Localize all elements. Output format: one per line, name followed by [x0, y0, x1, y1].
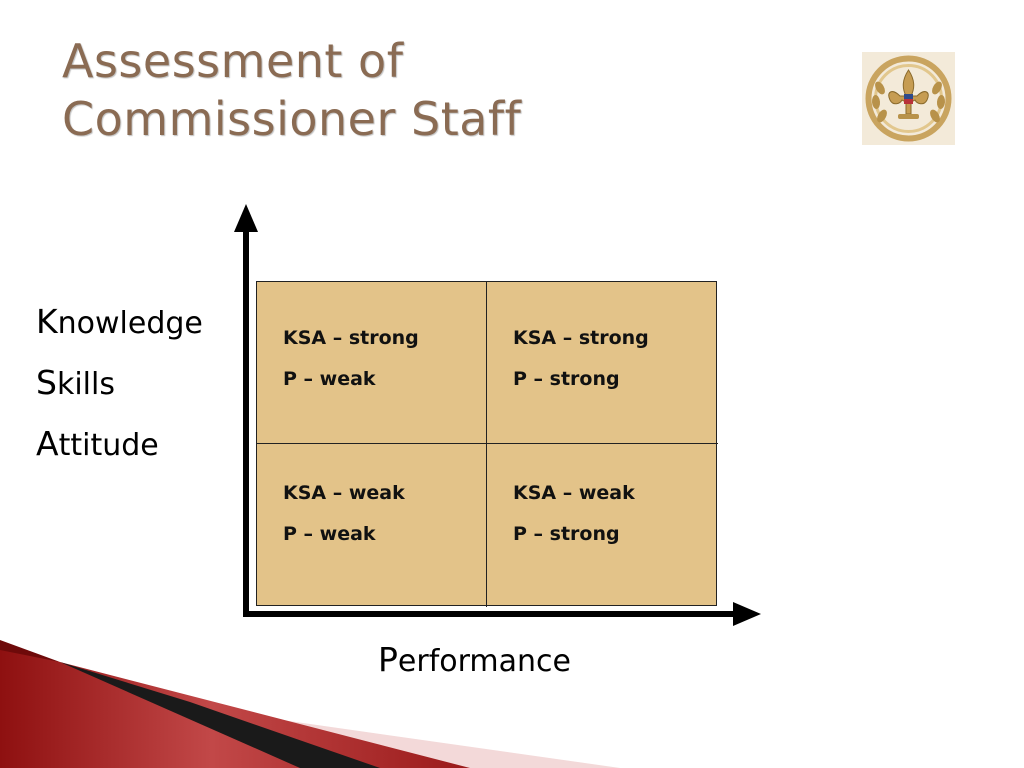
quadrant-ksa-text: KSA – strong — [513, 327, 649, 349]
quadrant-ksa-text: KSA – strong — [283, 327, 419, 349]
quadrant-top-left: KSA – strong P – weak — [257, 282, 487, 444]
slide-title-line-1: Assessment of — [62, 34, 404, 88]
slide-title-line-2: Commissioner Staff — [62, 92, 522, 146]
scout-fleur-de-lis-wreath-icon — [862, 52, 955, 145]
ksa-label-skills: Skills — [36, 363, 115, 402]
quadrant-p-text: P – strong — [513, 523, 620, 545]
quadrant-bottom-left: KSA – weak P – weak — [257, 444, 487, 607]
slide-title: Assessment of Commissioner Staff — [62, 32, 521, 148]
ksa-label-attitude: Attitude — [36, 424, 159, 463]
quadrant-p-text: P – weak — [283, 368, 376, 390]
decorative-swoosh — [0, 640, 620, 768]
performance-axis-label: Performance — [378, 640, 571, 679]
quadrant-p-text: P – strong — [513, 368, 620, 390]
quadrant-p-text: P – weak — [283, 523, 376, 545]
ksa-label-knowledge: Knowledge — [36, 302, 203, 341]
quadrant-bottom-right: KSA – weak P – strong — [487, 444, 718, 607]
ksa-axis-label: Knowledge Skills Attitude — [36, 300, 203, 483]
ksa-performance-matrix: KSA – strong P – weak KSA – strong P – s… — [256, 281, 718, 607]
horizontal-axis-arrowhead — [733, 602, 761, 626]
quadrant-ksa-text: KSA – weak — [513, 482, 635, 504]
quadrant-ksa-text: KSA – weak — [283, 482, 405, 504]
vertical-axis-arrowhead — [234, 204, 258, 232]
quadrant-top-right: KSA – strong P – strong — [487, 282, 718, 444]
